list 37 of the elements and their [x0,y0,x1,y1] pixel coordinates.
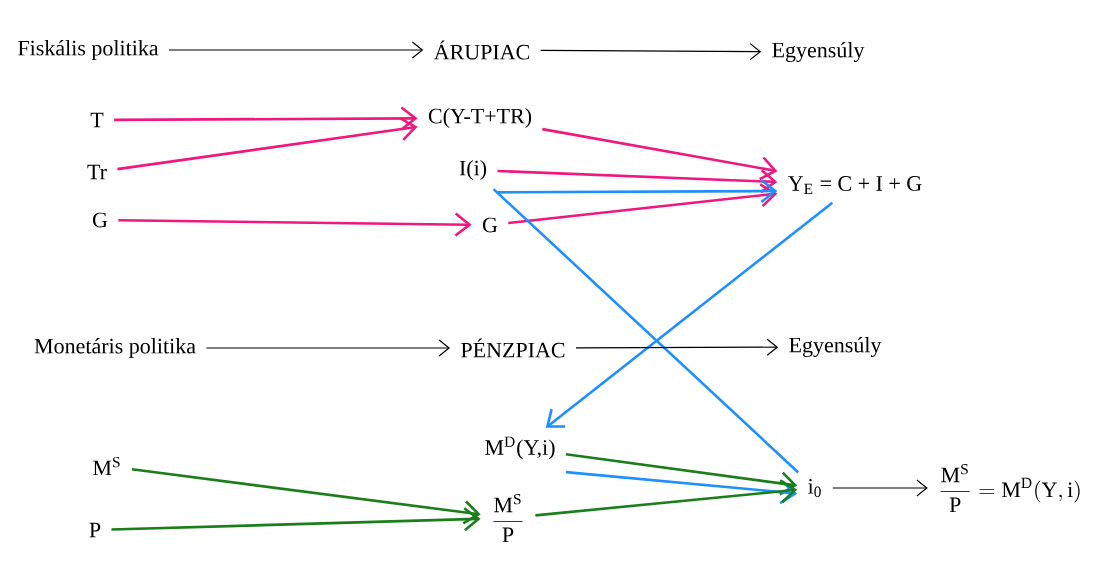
heading-text: Monetáris politika [34,338,196,358]
arrow [114,106,418,131]
term-text: i$_{0}$ [808,479,821,497]
arrow [832,479,928,497]
arrow [565,452,798,496]
term-text: T [90,112,104,128]
term-text: G [483,217,498,233]
heading-text: Egyensúly [789,337,882,357]
arrow [117,117,418,171]
arrow [575,338,779,356]
arrow [168,41,424,59]
heading-text: PÉNZPIAC [461,338,565,358]
arrow [118,212,472,237]
term-text: C(Y-T+TR) [428,108,532,128]
term-text: G [92,212,108,228]
arrow [542,127,778,181]
term-text: P [89,522,101,538]
formula-text: $\frac{\mathrm{M}^{\mathrm{S}}}{\mathrm{P}}$ [493,494,523,542]
heading-text: Egyensúly [772,42,865,62]
arrow [497,179,778,204]
arrow [545,201,834,428]
arrow [508,183,778,225]
term-text: Y$_{E}$ = C + I + G [788,176,922,194]
arrow [535,479,798,517]
term-text: Tr [87,164,107,180]
arrow [565,470,798,505]
heading-text: ÁRUPIAC [433,40,530,60]
arrow [497,169,778,194]
term-text: M$^{S}$ [93,456,120,476]
arrow [205,339,451,357]
heading-text: Fiskális politika [18,40,159,60]
term-text: M$^{D}$(Y,i) [485,436,555,460]
arrow [111,507,481,532]
arrow [540,43,762,61]
arrow [131,467,481,525]
formula-text: $\frac{\mathrm{M}^{\mathrm{S}}}{\mathrm{P}} = \mathrm{M}^{\mathrm{D}}(\mathrm{Y,i})$ [940,464,1080,512]
term-text: I(i) [459,160,487,180]
